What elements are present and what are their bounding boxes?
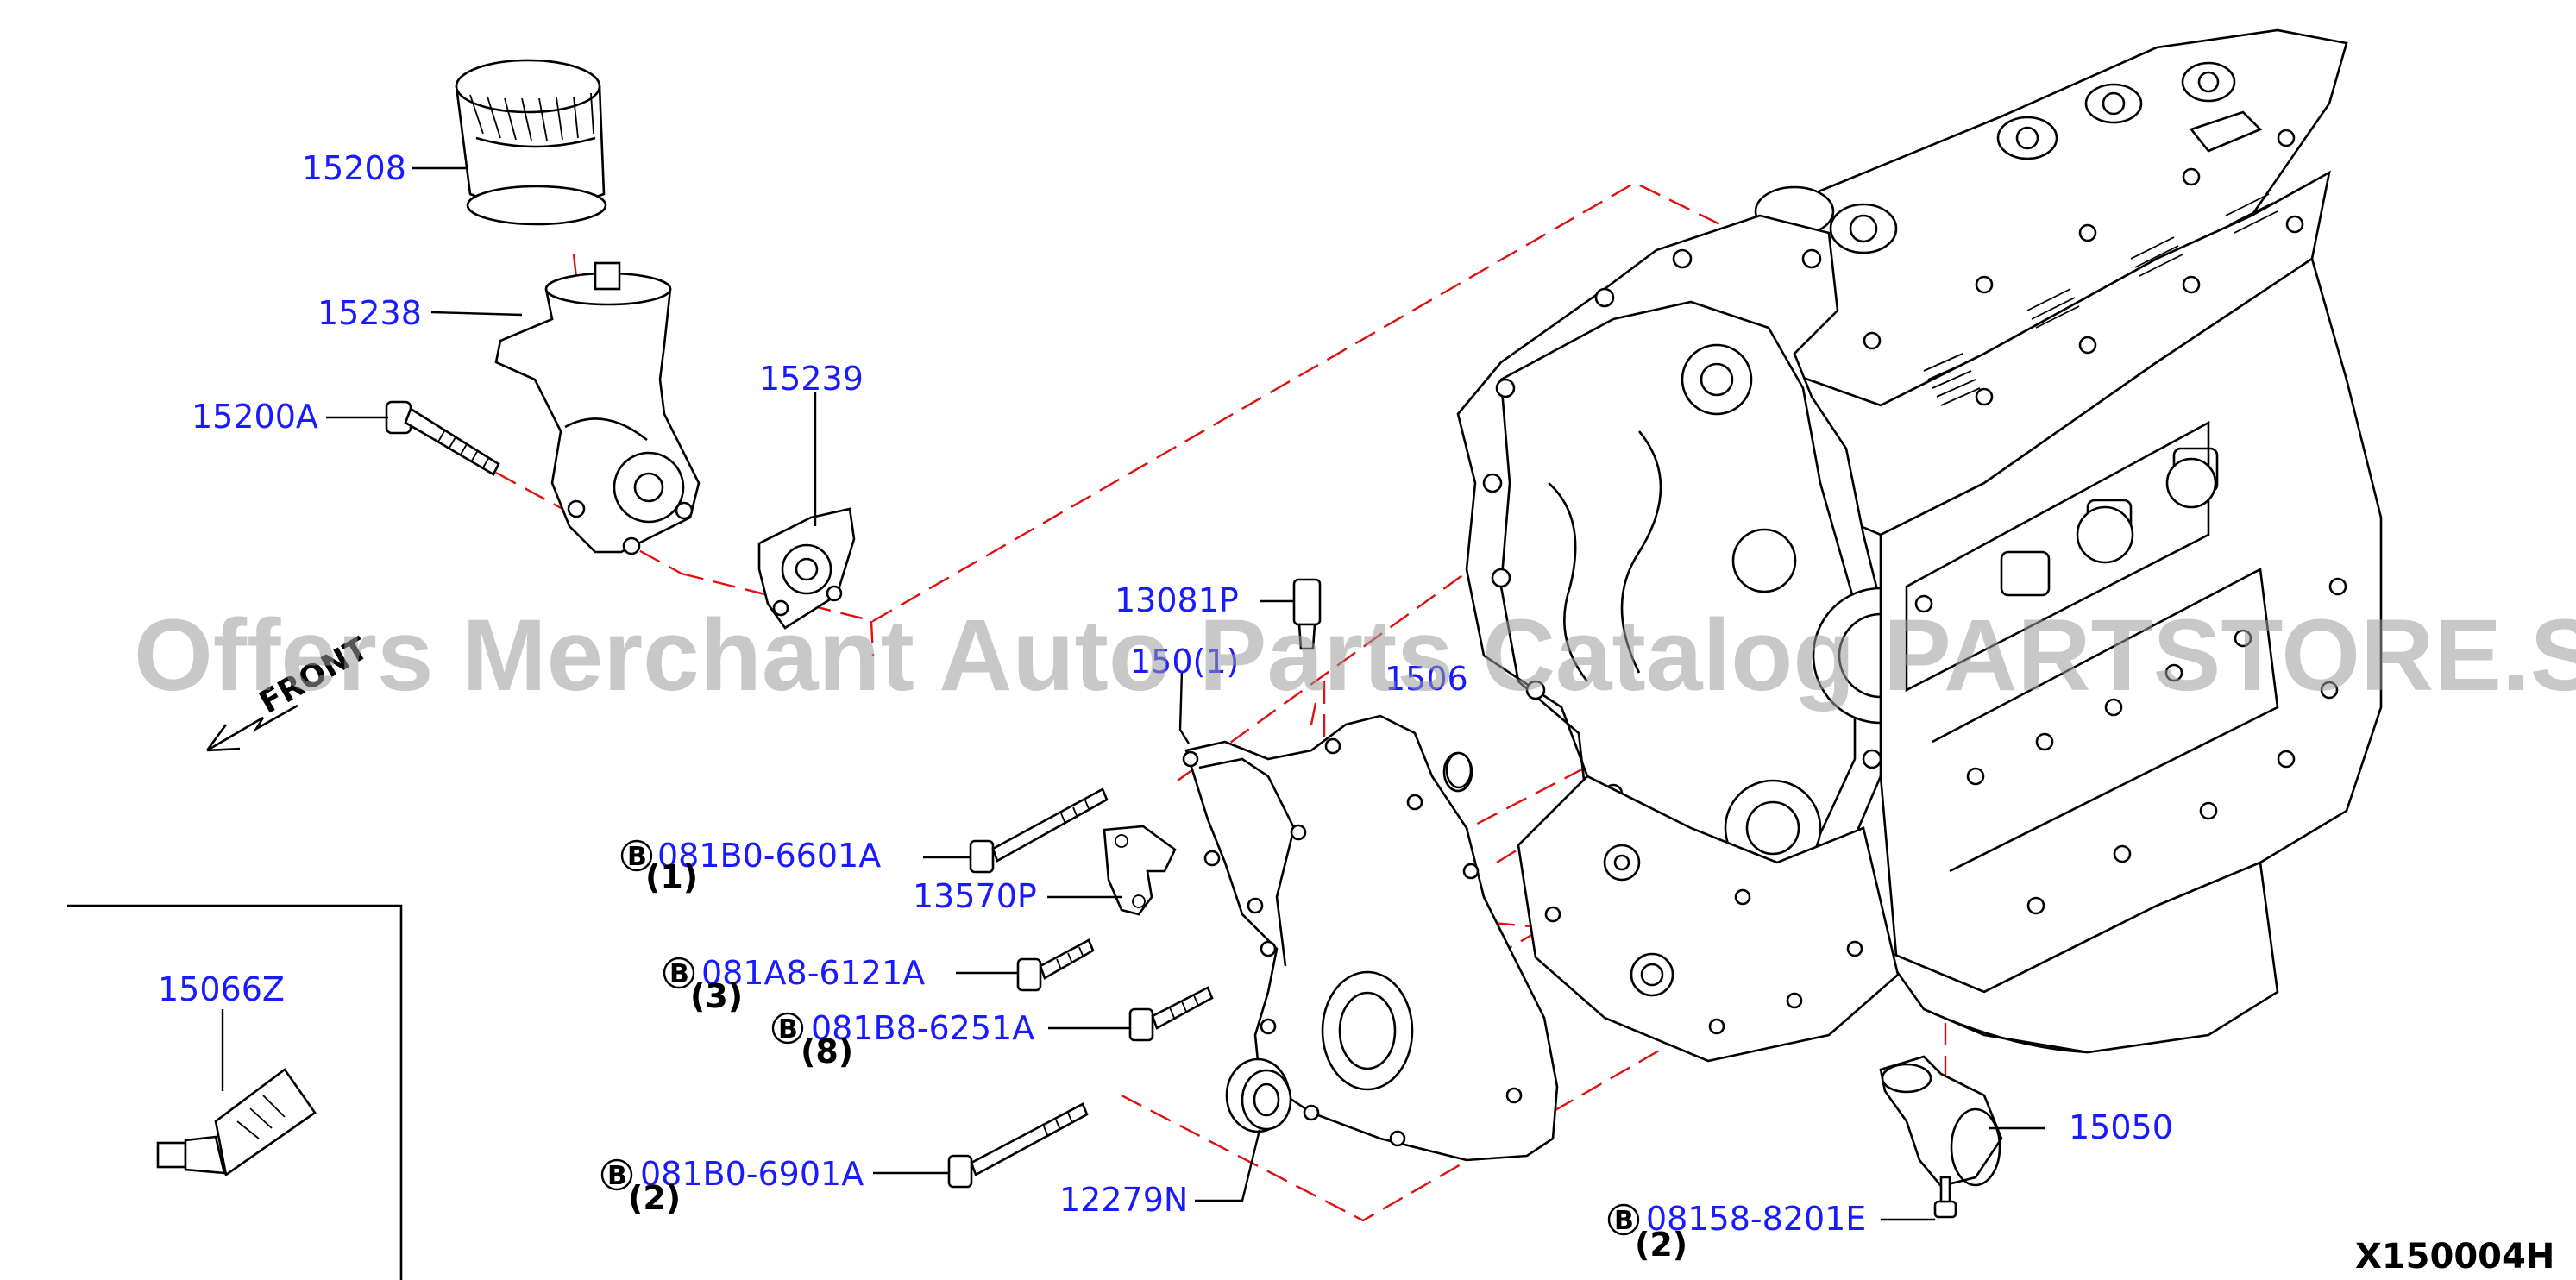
- bolt-callout-08158-8201e: B 08158-8201E (2): [1607, 1200, 1866, 1264]
- callout-15066z[interactable]: 15066Z: [158, 970, 285, 1008]
- quantity-label: (1): [645, 858, 698, 896]
- b-marker-icon: [600, 1158, 633, 1191]
- callout-15239[interactable]: 15239: [759, 360, 864, 398]
- callout-15238[interactable]: 15238: [317, 294, 422, 332]
- oil-filter-icon: [455, 59, 607, 226]
- callout-15050[interactable]: 15050: [2069, 1108, 2173, 1146]
- o-ring-icon: [1445, 751, 1473, 789]
- sensor-13081p-icon: [1292, 578, 1322, 650]
- b-marker-letter: B: [1614, 1206, 1634, 1236]
- bolt-callout-081a8-6121a: B 081A8-6121A (3): [663, 954, 925, 1015]
- b-marker-letter: B: [607, 1161, 627, 1191]
- bolt-081b0-6601a-icon: [969, 787, 1109, 874]
- b-marker-icon: [620, 839, 653, 872]
- quantity-label: (2): [628, 1179, 681, 1217]
- b-marker-icon: [1607, 1203, 1640, 1236]
- gasket-13570p-icon: [1103, 825, 1177, 916]
- sealant-inset-box: [67, 904, 403, 1280]
- bolt-15200a-icon: [385, 400, 500, 476]
- b-marker-letter: B: [778, 1014, 798, 1045]
- callout-1506-partial[interactable]: 1506: [1385, 660, 1468, 698]
- sealant-tube-icon: [156, 1068, 317, 1177]
- leader-lines: [221, 166, 2045, 1221]
- oil-strainer-15050-icon: [1879, 1055, 2003, 1188]
- bolt-08158-8201e-icon: [1933, 1176, 1957, 1219]
- callout-12279n[interactable]: 12279N: [1059, 1181, 1188, 1219]
- callout-081b8-6251a[interactable]: 081B8-6251A: [811, 1009, 1034, 1047]
- watermark-text: Offers Merchant Auto Parts Catalog PARTS…: [134, 599, 2576, 712]
- b-marker-icon: [663, 957, 695, 989]
- quantity-label: (8): [801, 1032, 853, 1070]
- b-marker-icon: [771, 1012, 804, 1045]
- bolt-081b8-6251a-icon: [1128, 986, 1214, 1042]
- b-marker-letter: B: [627, 842, 647, 872]
- oil-seal-12279n-icon: [1225, 1057, 1292, 1133]
- callout-081a8-6121a[interactable]: 081A8-6121A: [701, 954, 925, 992]
- timing-cover-icon: [1182, 714, 1559, 1162]
- callout-081b0-6901a[interactable]: 081B0-6901A: [640, 1155, 864, 1193]
- b-marker-letter: B: [669, 959, 689, 989]
- quantity-label: (2): [1635, 1226, 1687, 1264]
- bolt-callout-081b0-6901a: B 081B0-6901A (2): [600, 1155, 864, 1217]
- callout-15200a[interactable]: 15200A: [192, 398, 318, 436]
- bolt-callout-081b0-6601a: B 081B0-6601A (1): [620, 837, 881, 896]
- callout-labels: 15208 15238 15200A 15239 13081P 150(1) 1…: [158, 149, 2173, 1219]
- oil-filter-bracket-icon: [494, 261, 701, 555]
- bolt-081a8-6121a-icon: [1016, 938, 1095, 992]
- quantity-label: (3): [690, 977, 743, 1015]
- callout-150-partial[interactable]: 150(1): [1130, 643, 1239, 681]
- gasket-15239-icon: [757, 507, 856, 630]
- callout-081b0-6601a[interactable]: 081B0-6601A: [657, 837, 881, 875]
- callout-13570p[interactable]: 13570P: [913, 877, 1037, 915]
- bolt-callout-081b8-6251a: B 081B8-6251A (8): [771, 1009, 1034, 1070]
- figure-code: X150004H: [2355, 1237, 2554, 1277]
- callout-15208[interactable]: 15208: [302, 149, 406, 187]
- callout-13081p[interactable]: 13081P: [1115, 581, 1239, 619]
- callout-08158-8201e[interactable]: 08158-8201E: [1646, 1200, 1866, 1238]
- engine-block-icon: [1456, 28, 2383, 1063]
- bolt-081b0-6901a-icon: [947, 1102, 1089, 1189]
